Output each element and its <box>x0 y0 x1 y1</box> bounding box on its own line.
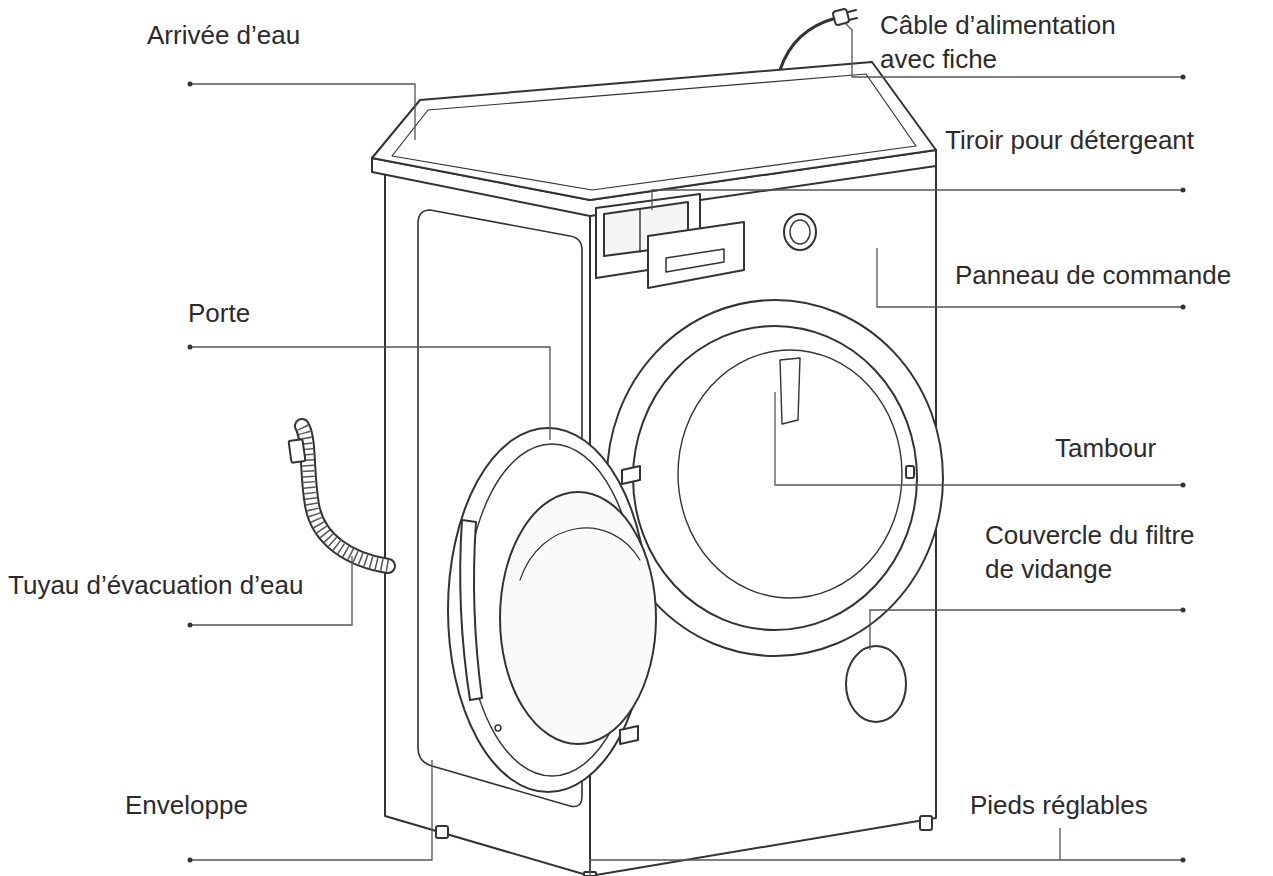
leader-dot <box>1181 188 1186 193</box>
leader-line <box>190 84 415 140</box>
door-handle <box>460 520 482 700</box>
part-label: Arrivée d’eau <box>147 18 300 52</box>
front-panel <box>590 164 936 876</box>
drain-hose-end <box>289 439 306 463</box>
leader-dot <box>1181 608 1186 613</box>
foot <box>436 826 448 838</box>
drain-hose-ribs <box>302 426 388 566</box>
leader-dot <box>188 345 193 350</box>
power-cable <box>780 18 836 70</box>
drawer-handle <box>666 249 724 272</box>
drain-hose <box>302 426 388 566</box>
leader-line <box>870 610 1183 650</box>
door-hinge <box>622 466 640 484</box>
top-lid <box>372 62 936 200</box>
leader-line <box>775 392 1183 485</box>
leader-dot <box>188 82 193 87</box>
filter-cover <box>846 646 906 722</box>
leader-dot <box>188 858 193 863</box>
top-lid-inner <box>392 74 916 190</box>
drum <box>678 350 902 598</box>
part-label: Porte <box>188 296 250 330</box>
part-label: Enveloppe <box>125 788 248 822</box>
drum-paddle <box>780 358 800 424</box>
foot <box>920 816 932 830</box>
leader-dot <box>1181 858 1186 863</box>
part-label: Couvercle du filtre de vidange <box>985 518 1210 586</box>
part-label: Tuyau d’évacuation d’eau <box>8 568 303 602</box>
part-label: Tiroir pour détergeant <box>945 123 1194 157</box>
leader-line <box>590 860 1183 876</box>
leader-dot <box>1181 75 1186 80</box>
leader-dot <box>188 623 193 628</box>
leader-line <box>190 347 550 440</box>
door-hinge <box>620 726 638 744</box>
door-glass <box>500 492 656 744</box>
leader-line <box>652 190 1183 210</box>
part-label: Pieds réglables <box>970 788 1148 822</box>
program-knob <box>784 214 816 250</box>
door-lock <box>906 466 914 478</box>
part-label: Câble d’alimentation avec fiche <box>880 8 1145 76</box>
power-plug <box>832 8 857 25</box>
part-label: Panneau de commande <box>955 258 1231 292</box>
drain-hose-outline <box>302 426 388 566</box>
leader-dot <box>1181 483 1186 488</box>
leader-dot <box>1181 305 1186 310</box>
leader-line <box>1059 828 1060 860</box>
leader-dots <box>188 75 1186 863</box>
drawer-front <box>648 222 744 288</box>
part-label: Tambour <box>1055 431 1156 465</box>
